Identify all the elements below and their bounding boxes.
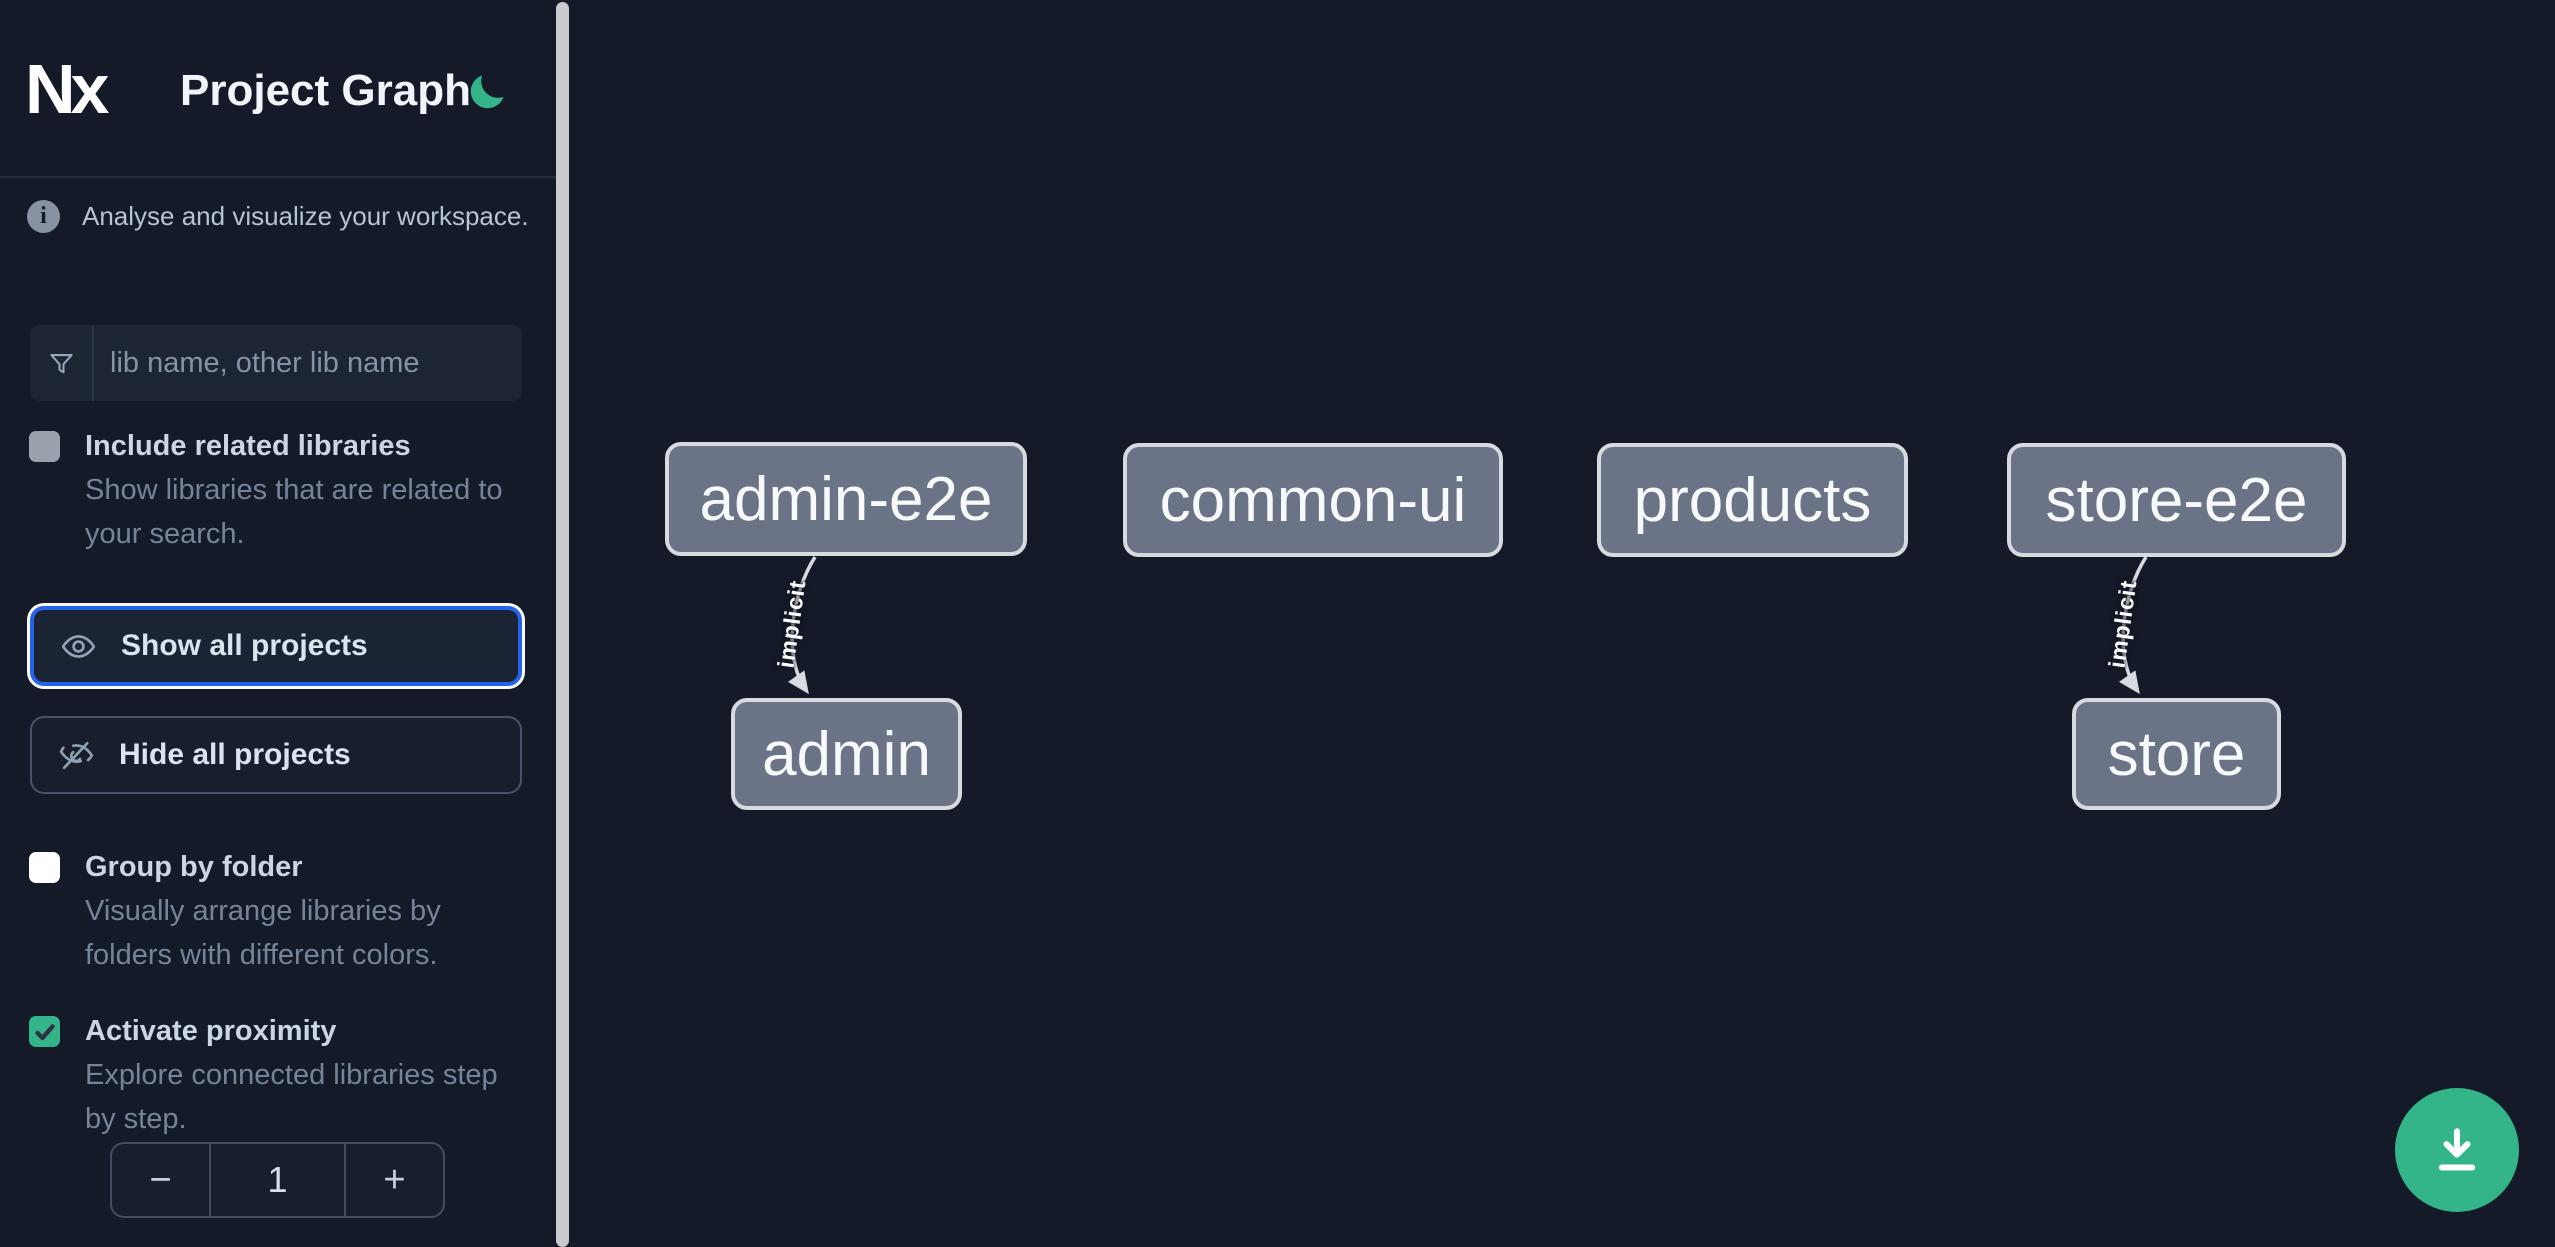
group-by-folder-checkbox[interactable] [29,852,60,883]
include-related-description: Show libraries that are related to your … [85,474,503,550]
download-graph-button[interactable] [2395,1088,2519,1212]
show-all-projects-label: Show all projects [121,629,368,662]
sidebar-resizer[interactable] [556,2,569,1247]
filter-search [30,325,522,401]
moon-icon [464,74,508,118]
header-divider [0,176,556,178]
node-common-ui[interactable]: common-ui [1123,443,1503,557]
eye-icon [60,628,97,665]
nx-logo: Nx [25,50,109,128]
proximity-stepper: − 1 + [110,1142,445,1218]
node-store-e2e[interactable]: store-e2e [2007,443,2346,557]
edge-admin-e2e-to-admin[interactable] [788,556,817,695]
search-input[interactable] [94,325,522,401]
group-by-folder-option: Group by folder Visually arrange librari… [29,845,534,977]
node-store[interactable]: store [2072,698,2281,810]
sidebar: Nx Project Graph i Analyse and visualize… [0,0,556,1247]
include-related-checkbox[interactable] [29,431,60,462]
theme-toggle-button[interactable] [462,70,510,118]
proximity-value: 1 [209,1144,346,1216]
activate-proximity-label[interactable]: Activate proximity [85,1015,337,1047]
edge-store-e2e-to-store[interactable] [2119,556,2148,695]
page-title: Project Graph [180,66,471,115]
include-related-option: Include related libraries Show libraries… [29,424,534,556]
activate-proximity-option: Activate proximity Explore connected lib… [29,1009,534,1141]
proximity-increment-button[interactable]: + [346,1144,443,1216]
hide-all-projects-label: Hide all projects [119,738,351,771]
download-icon [2429,1122,2485,1178]
funnel-icon [30,325,94,401]
activate-proximity-checkbox[interactable] [29,1016,60,1047]
eye-slash-icon [58,737,95,774]
activate-proximity-description: Explore connected libraries step by step… [85,1059,498,1135]
info-icon: i [27,200,60,233]
workspace-info: i Analyse and visualize your workspace. [27,200,529,233]
hide-all-projects-button[interactable]: Hide all projects [30,716,522,794]
info-text: Analyse and visualize your workspace. [82,201,529,231]
node-products[interactable]: products [1597,443,1908,557]
group-by-folder-label[interactable]: Group by folder [85,851,303,883]
proximity-decrement-button[interactable]: − [112,1144,209,1216]
node-admin-e2e[interactable]: admin-e2e [665,442,1027,556]
check-icon [33,1020,57,1044]
graph-canvas[interactable] [569,0,2555,1247]
group-by-folder-description: Visually arrange libraries by folders wi… [85,895,441,971]
show-all-projects-button[interactable]: Show all projects [30,606,522,686]
include-related-label[interactable]: Include related libraries [85,430,411,462]
node-admin[interactable]: admin [731,698,962,810]
